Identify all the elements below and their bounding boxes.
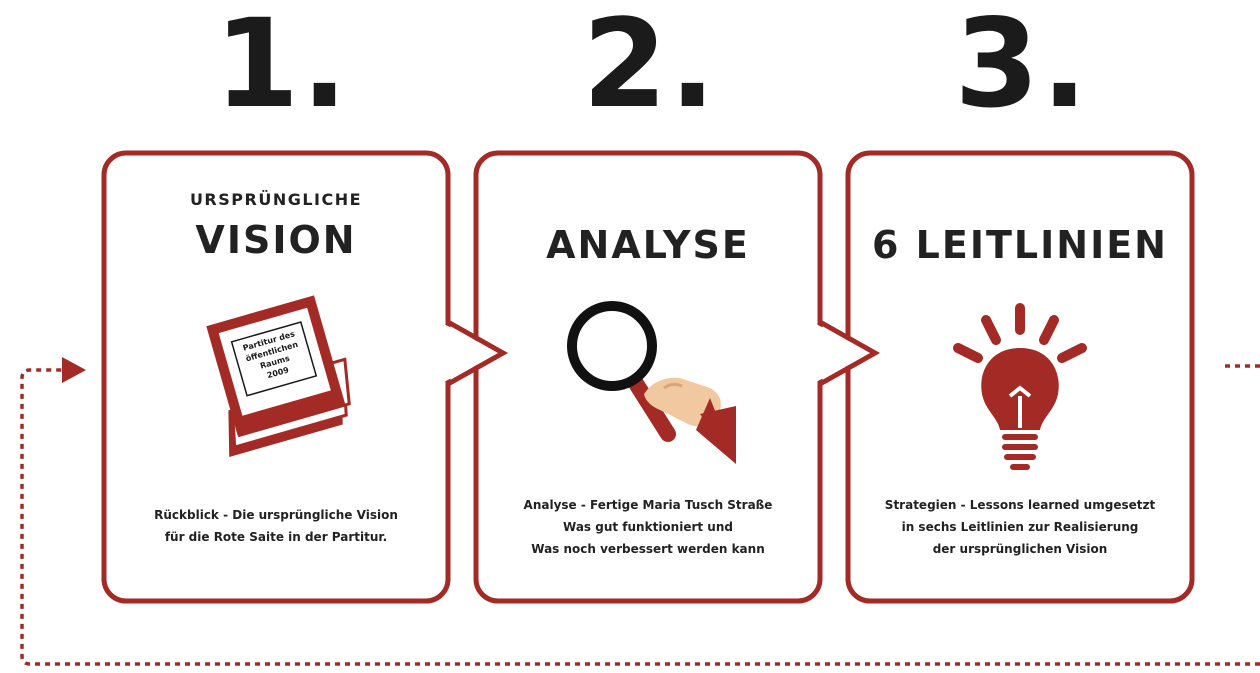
card-2-description: Analyse - Fertige Maria Tusch Straße Was… (476, 494, 820, 560)
step-1-number: 1. (214, 0, 350, 135)
light-bulb-icon (953, 303, 1087, 470)
card-3-desc-line-2: in sechs Leitlinien zur Realisierung (901, 520, 1139, 534)
step-3-number: 3. (954, 0, 1090, 135)
magnifier-hand-icon (567, 301, 736, 464)
feedback-loop-arrow (20, 357, 1260, 666)
card-1-kicker: URSPRÜNGLICHE (189, 190, 363, 209)
card-1-desc-line-1: Rückblick - Die ursprüngliche Vision (154, 508, 398, 522)
card-2-header: ANALYSE (476, 226, 820, 264)
card-2-desc-line-3: Was noch verbessert werden kann (531, 542, 765, 556)
chevron-2-3 (812, 319, 881, 387)
card-1-description: Rückblick - Die ursprüngliche Vision für… (104, 504, 448, 548)
card-3-desc-line-1: Strategien - Lessons learned umgesetzt (884, 498, 1156, 512)
score-booklet-icon: Partitur des öffentlichen Raums 2009 (206, 295, 351, 457)
card-3-desc-line-3: der ursprünglichen Vision (932, 542, 1108, 556)
card-2-desc-line-1: Analyse - Fertige Maria Tusch Straße (523, 498, 773, 512)
card-2-title: ANALYSE (546, 223, 750, 267)
card-2-desc-line-2: Was gut funktioniert und (563, 520, 733, 534)
step-2-number: 2. (582, 0, 718, 135)
card-3-header: 6 LEITLINIEN (848, 226, 1192, 264)
card-3-description: Strategien - Lessons learned umgesetzt i… (848, 494, 1192, 560)
card-3-title: 6 LEITLINIEN (872, 223, 1168, 267)
card-1-desc-line-2: für die Rote Saite in der Partitur. (164, 530, 388, 544)
card-1-title: VISION (195, 218, 357, 262)
card-1-header: URSPRÜNGLICHE VISION (104, 190, 448, 259)
chevron-1-2 (440, 319, 509, 387)
